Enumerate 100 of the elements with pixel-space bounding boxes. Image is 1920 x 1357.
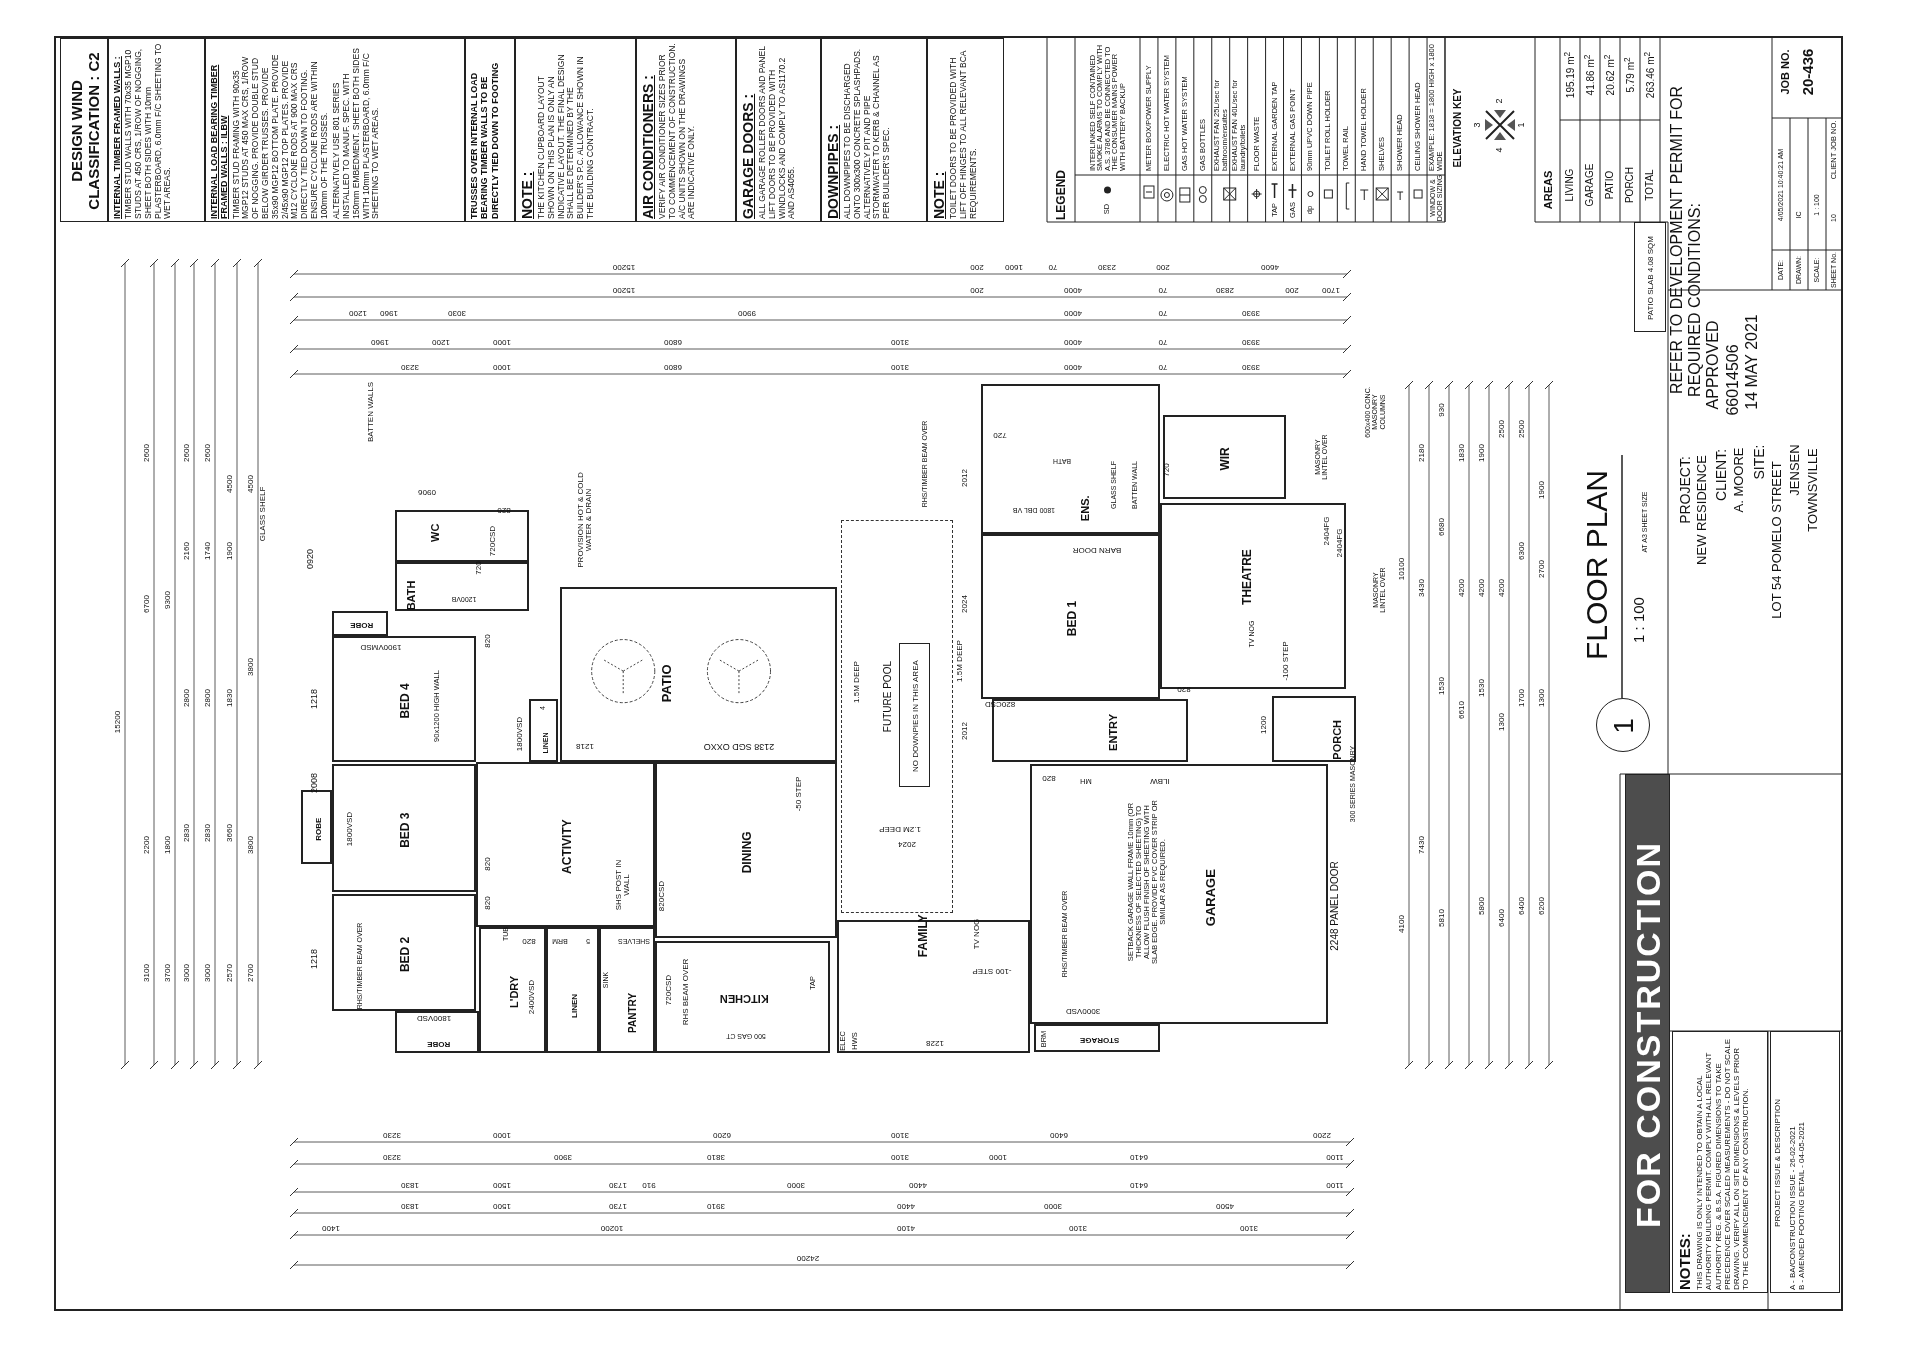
- plan-annotation: -100 STEP: [971, 966, 1012, 975]
- dimension-value: 2800: [182, 689, 192, 707]
- plan-annotation: 2400VSD: [527, 980, 537, 1015]
- dimension-value: 3000: [182, 964, 192, 983]
- note-heading: INTERNAL LOAD BEARING TIMBER FRAMED WALLS : ILBW: [209, 63, 230, 219]
- area-name: PATIO: [1604, 170, 1616, 200]
- dimension-value: 200: [1156, 262, 1170, 272]
- dimension-value: 1500: [493, 1201, 511, 1211]
- dimension-value: 1830: [225, 689, 235, 707]
- plan-annotation: GLASS SHELF: [259, 486, 268, 542]
- project-detail: NEW RESIDENCE: [1695, 455, 1709, 565]
- dimension-value: 4600: [1260, 262, 1279, 272]
- dimension-value: 1830: [401, 1201, 420, 1211]
- note-text: VERIFY AIR CONDITIONER SIZES PRIOR TO COMMENCEMENT OF CONSTRUCTION. A/C UNITS SHOWN ON THE DRAWINGS ARE INDICATIVE ONLY.: [658, 43, 698, 219]
- room-name: STORAGE: [1079, 1035, 1119, 1045]
- dimension-value: 4100: [897, 1223, 915, 1233]
- room-name: PORCH: [1330, 720, 1344, 760]
- plan-annotation: 720: [1162, 463, 1172, 477]
- elevation-number: 3: [1473, 122, 1483, 128]
- dimension-value: 10100: [1397, 558, 1407, 581]
- dimension-value: 70: [1158, 285, 1168, 295]
- dimension-value: 1830: [401, 1180, 420, 1190]
- dimension-value: 1100: [1326, 1180, 1344, 1190]
- room-outline: [528, 699, 558, 763]
- dimension-value: 3810: [707, 1152, 726, 1162]
- dimension-value: 2700: [246, 964, 256, 983]
- issue-heading: PROJECT ISSUE & DESCRIPTION: [1773, 1098, 1783, 1229]
- elevation-number: 1: [1517, 122, 1527, 128]
- plan-annotation: 1900VMSD: [360, 642, 402, 651]
- approval-stamp-text: REFER TO DEVELOPMENT PERMIT FOR: [1668, 85, 1686, 395]
- dimension-value: 70: [1158, 337, 1168, 347]
- dimension-value: 6410: [1129, 1152, 1148, 1162]
- dimension-value: 2830: [1215, 285, 1234, 295]
- dimension-value: 4000: [1063, 337, 1082, 347]
- plan-annotation: 820: [1177, 684, 1192, 693]
- approval-stamp-text: 14 MAY 2021: [1743, 314, 1761, 410]
- room-name: ROBE: [427, 1040, 451, 1050]
- dimension-value: 1730: [609, 1180, 628, 1190]
- plan-annotation: 1800VSD: [345, 811, 354, 847]
- plan-annotation: -50 STEP: [794, 776, 803, 812]
- dimension-value: 2200: [1313, 1130, 1332, 1140]
- banner-text: FOR CONSTRUCTION: [1628, 840, 1668, 1229]
- room-name: ROBE: [313, 817, 323, 841]
- dimension-value: 7430: [1417, 836, 1427, 854]
- room-name: BED 2: [399, 937, 413, 973]
- dimension-value: 15200: [613, 285, 636, 295]
- dimension-value: 5810: [1437, 909, 1447, 928]
- room-name: LINEN: [569, 994, 579, 1019]
- dimension-value: 3800: [246, 836, 256, 854]
- dimension-value: 3930: [1242, 308, 1261, 318]
- dimension-value: 4500: [246, 474, 256, 493]
- project-detail: CLIENT:: [1713, 448, 1729, 502]
- room-name: ENTRY: [1106, 714, 1120, 752]
- dimension-value: 1960: [370, 337, 389, 347]
- plan-annotation: -100 STEP: [1281, 641, 1291, 681]
- room-name: PATIO: [660, 664, 676, 703]
- dimension-value: 9300: [163, 591, 173, 609]
- dimension-value: 6400: [1050, 1130, 1069, 1140]
- dimension-value: 3910: [707, 1201, 726, 1211]
- note-heading: INTERNAL TIMBER FRAMED WALLS :: [112, 55, 123, 219]
- scale-text: 1 : 100: [1631, 597, 1647, 643]
- dimension-value: 1830: [1457, 444, 1467, 462]
- note-panel: [636, 38, 736, 222]
- room-outline: [654, 762, 838, 938]
- dimension-value: 6400: [1517, 897, 1527, 915]
- dimension-value: 3100: [891, 1152, 909, 1162]
- dimension-value: 2830: [203, 823, 213, 842]
- note-heading: NOTE :: [931, 170, 948, 219]
- room-name: PANTRY: [626, 993, 638, 1034]
- room-outline: [332, 764, 476, 893]
- room-outline: [980, 534, 1160, 700]
- dimension-value: 3230: [382, 1152, 401, 1162]
- project-detail: TOWNSVILLE: [1806, 448, 1820, 532]
- plan-annotation: 820: [483, 634, 492, 648]
- plan-annotation: 1218: [309, 689, 320, 710]
- dimension-value: 930: [1437, 403, 1447, 417]
- room-outline: [1163, 415, 1287, 500]
- area-label: FUTURE POOL: [881, 661, 893, 733]
- dimension-value: 6400: [1497, 909, 1507, 928]
- dimension-value: 2830: [182, 823, 192, 842]
- table-heading: AREAS: [1543, 170, 1555, 210]
- dimension-value: 1200: [348, 308, 367, 318]
- plan-annotation: 820CSD: [657, 880, 666, 911]
- drawing-title: FLOOR PLAN: [1581, 469, 1613, 661]
- approval-stamp-text: REQUIRED CONDITIONS:: [1686, 203, 1704, 397]
- approval-stamp-text: 66014506: [1724, 344, 1742, 416]
- dimension-value: 1300: [1537, 689, 1547, 707]
- elevation-number: 2: [1495, 98, 1505, 104]
- dimension-value: 2200: [142, 836, 152, 854]
- dimension-value: 3100: [1240, 1223, 1258, 1233]
- dimension-value: 6800: [664, 337, 683, 347]
- dimension-value: 3700: [163, 964, 173, 983]
- dimension-value: 3000: [787, 1180, 805, 1190]
- dimension-value: 4400: [897, 1201, 915, 1211]
- note-heading: AIR CONDITIONERS :: [640, 74, 657, 219]
- dimension-value: 1900: [1477, 444, 1487, 462]
- plan-annotation: 1218: [575, 742, 594, 751]
- room-outline: [332, 611, 389, 637]
- note-panel: [205, 38, 465, 222]
- plan-annotation: 2012: [960, 721, 969, 740]
